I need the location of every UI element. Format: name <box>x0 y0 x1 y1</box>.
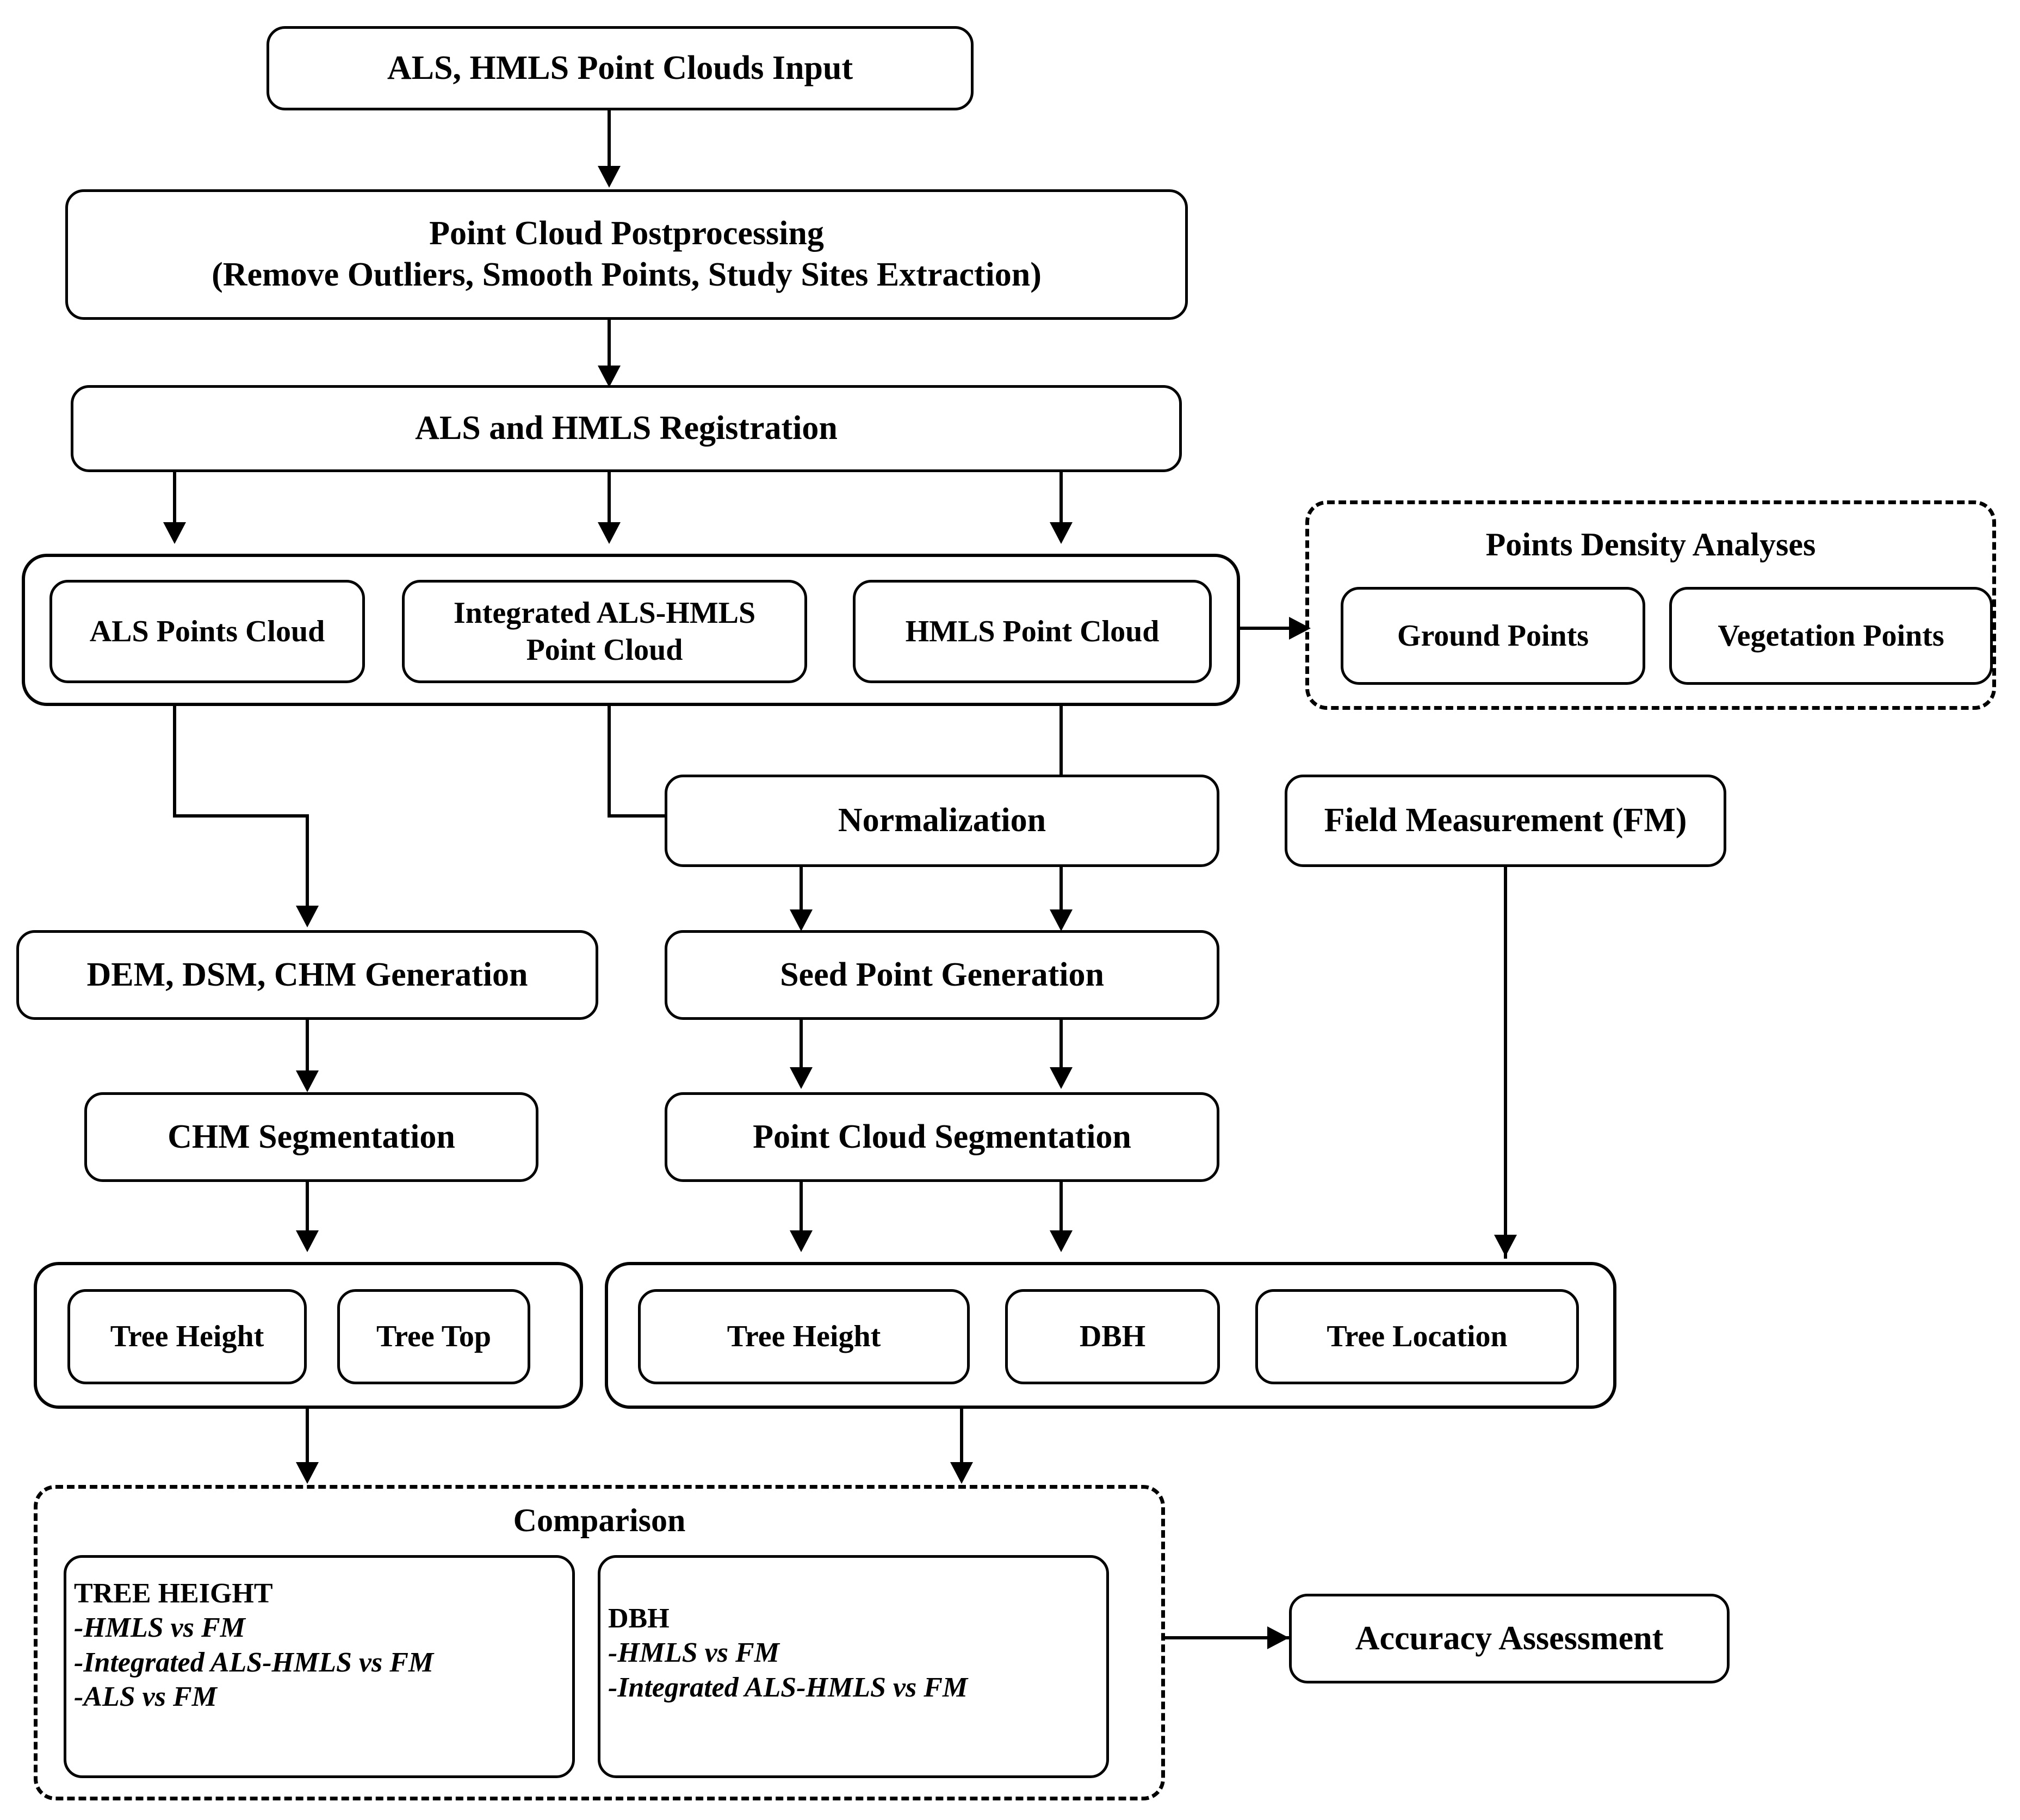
connector-right-outputs-to-comparison <box>960 1409 963 1471</box>
group-pointcloud-outputs: Tree Height DBH Tree Location <box>605 1262 1616 1409</box>
node-postprocessing-line2: (Remove Outliers, Smooth Points, Study S… <box>212 256 1042 293</box>
arrowhead-als-to-dem <box>296 906 319 927</box>
arrowhead-normalization-to-seed-right <box>1050 909 1073 931</box>
points-density-title: Points Density Analyses <box>1485 527 1816 562</box>
node-tree-location-label: Tree Location <box>1327 1320 1508 1354</box>
node-right-tree-height-label: Tree Height <box>727 1320 881 1354</box>
arrowhead-registration-to-integrated <box>598 522 621 544</box>
node-chm-segmentation-label: CHM Segmentation <box>168 1118 455 1155</box>
arrowhead-seed-to-pcseg-right <box>1050 1067 1073 1089</box>
panel-dbh-item-0: -HMLS vs FM <box>608 1637 779 1669</box>
connector-dem-to-chmseg <box>306 1020 309 1080</box>
node-normalization-label: Normalization <box>838 802 1046 839</box>
node-point-cloud-segmentation-label: Point Cloud Segmentation <box>753 1118 1131 1155</box>
connector-registration-to-integrated <box>608 472 611 529</box>
arrowhead-normalization-to-seed-left <box>790 909 813 931</box>
connector-chmseg-to-left-outputs <box>306 1182 309 1239</box>
arrowhead-pcseg-to-right-outputs-right <box>1050 1230 1073 1252</box>
connector-comparison-to-accuracy <box>1165 1636 1290 1639</box>
arrowhead-registration-to-hmls <box>1050 522 1073 544</box>
node-als-points-cloud[interactable]: ALS Points Cloud <box>49 580 365 683</box>
panel-dbh-item-1: -Integrated ALS-HMLS vs FM <box>608 1672 968 1703</box>
connector-registration-to-hmls <box>1059 472 1063 529</box>
node-ground-points-label: Ground Points <box>1397 618 1589 653</box>
connector-normalization-to-seed-left <box>800 867 803 919</box>
node-tree-top-label: Tree Top <box>376 1320 492 1354</box>
node-vegetation-points[interactable]: Vegetation Points <box>1669 587 1993 685</box>
group-chm-outputs: Tree Height Tree Top <box>34 1262 583 1409</box>
arrowhead-pcseg-to-right-outputs-left <box>790 1230 813 1252</box>
panel-dbh-comparison[interactable]: DBH -HMLS vs FM -Integrated ALS-HMLS vs … <box>598 1555 1109 1778</box>
node-point-cloud-segmentation[interactable]: Point Cloud Segmentation <box>665 1092 1219 1182</box>
comparison-title: Comparison <box>513 1502 686 1538</box>
connector-postprocessing-to-registration <box>608 320 611 372</box>
node-registration[interactable]: ALS and HMLS Registration <box>71 385 1182 472</box>
connector-als-right <box>173 814 309 818</box>
group-comparison: Comparison TREE HEIGHT -HMLS vs FM -Inte… <box>34 1485 1165 1800</box>
node-postprocessing[interactable]: Point Cloud Postprocessing (Remove Outli… <box>65 189 1188 320</box>
panel-tree-height-comparison[interactable]: TREE HEIGHT -HMLS vs FM -Integrated ALS-… <box>64 1555 575 1778</box>
connector-pcseg-to-right-outputs-right <box>1059 1182 1063 1239</box>
node-dbh[interactable]: DBH <box>1005 1289 1220 1384</box>
node-dem-dsm-chm[interactable]: DEM, DSM, CHM Generation <box>16 930 598 1020</box>
connector-als-down2 <box>306 814 309 915</box>
node-hmls-point-cloud-label: HMLS Point Cloud <box>905 614 1160 648</box>
node-registration-label: ALS and HMLS Registration <box>415 410 838 447</box>
node-tree-top[interactable]: Tree Top <box>337 1289 530 1384</box>
panel-dbh-heading: DBH <box>608 1603 670 1634</box>
node-hmls-point-cloud[interactable]: HMLS Point Cloud <box>853 580 1212 683</box>
node-input[interactable]: ALS, HMLS Point Clouds Input <box>267 26 974 110</box>
node-left-tree-height[interactable]: Tree Height <box>67 1289 307 1384</box>
connector-normalization-to-seed-right <box>1059 867 1063 919</box>
node-accuracy-assessment[interactable]: Accuracy Assessment <box>1289 1594 1730 1683</box>
arrowhead-registration-to-als <box>163 522 186 544</box>
arrowhead-dem-to-chmseg <box>296 1070 319 1092</box>
panel-tree-height-item-0: -HMLS vs FM <box>74 1612 245 1644</box>
node-left-tree-height-label: Tree Height <box>110 1320 264 1354</box>
group-point-clouds: ALS Points Cloud Integrated ALS-HMLS Poi… <box>22 554 1240 706</box>
connector-seed-to-pcseg-left <box>800 1020 803 1072</box>
node-integrated-point-cloud-line2: Point Cloud <box>526 633 683 667</box>
node-integrated-point-cloud[interactable]: Integrated ALS-HMLS Point Cloud <box>402 580 807 683</box>
connector-seed-to-pcseg-right <box>1059 1020 1063 1072</box>
node-input-label: ALS, HMLS Point Clouds Input <box>387 49 853 86</box>
connector-als-down1 <box>173 706 176 818</box>
node-accuracy-assessment-label: Accuracy Assessment <box>1355 1619 1664 1657</box>
panel-tree-height-item-1: -Integrated ALS-HMLS vs FM <box>74 1646 434 1678</box>
arrowhead-right-outputs-to-comparison <box>950 1462 973 1484</box>
connector-clouds-to-density <box>1240 627 1300 630</box>
connector-registration-to-als <box>173 472 176 529</box>
arrowhead-comparison-to-accuracy <box>1267 1626 1289 1649</box>
node-right-tree-height[interactable]: Tree Height <box>638 1289 970 1384</box>
arrowhead-seed-to-pcseg-left <box>790 1067 813 1089</box>
node-vegetation-points-label: Vegetation Points <box>1718 618 1944 653</box>
connector-fm-down <box>1504 867 1507 1259</box>
node-integrated-point-cloud-line1: Integrated ALS-HMLS <box>453 596 756 630</box>
node-tree-location[interactable]: Tree Location <box>1255 1289 1579 1384</box>
node-field-measurement[interactable]: Field Measurement (FM) <box>1285 775 1726 867</box>
node-normalization[interactable]: Normalization <box>665 775 1219 867</box>
node-chm-segmentation[interactable]: CHM Segmentation <box>84 1092 538 1182</box>
panel-tree-height-item-2: -ALS vs FM <box>74 1681 217 1713</box>
arrowhead-postprocessing-to-registration <box>598 366 621 387</box>
node-postprocessing-line1: Point Cloud Postprocessing <box>429 215 824 252</box>
group-points-density-analyses: Points Density Analyses Ground Points Ve… <box>1305 500 1996 710</box>
node-als-points-cloud-label: ALS Points Cloud <box>89 614 325 648</box>
node-seed-point-generation[interactable]: Seed Point Generation <box>665 930 1219 1020</box>
node-seed-point-generation-label: Seed Point Generation <box>780 956 1104 993</box>
arrowhead-clouds-to-density <box>1289 617 1311 640</box>
arrowhead-chmseg-to-left-outputs <box>296 1230 319 1252</box>
arrowhead-input-to-postprocessing <box>598 166 621 188</box>
node-dem-dsm-chm-label: DEM, DSM, CHM Generation <box>86 956 528 993</box>
arrowhead-fm-to-tree-location <box>1494 1235 1517 1256</box>
connector-input-to-postprocessing <box>608 110 611 170</box>
connector-left-outputs-to-comparison <box>306 1409 309 1471</box>
panel-tree-height-heading: TREE HEIGHT <box>74 1578 273 1609</box>
node-field-measurement-label: Field Measurement (FM) <box>1324 802 1687 839</box>
arrowhead-left-outputs-to-comparison <box>296 1462 319 1484</box>
connector-pcseg-to-right-outputs-left <box>800 1182 803 1239</box>
node-dbh-label: DBH <box>1079 1320 1146 1354</box>
node-ground-points[interactable]: Ground Points <box>1341 587 1645 685</box>
connector-integrated-down1 <box>608 706 611 818</box>
